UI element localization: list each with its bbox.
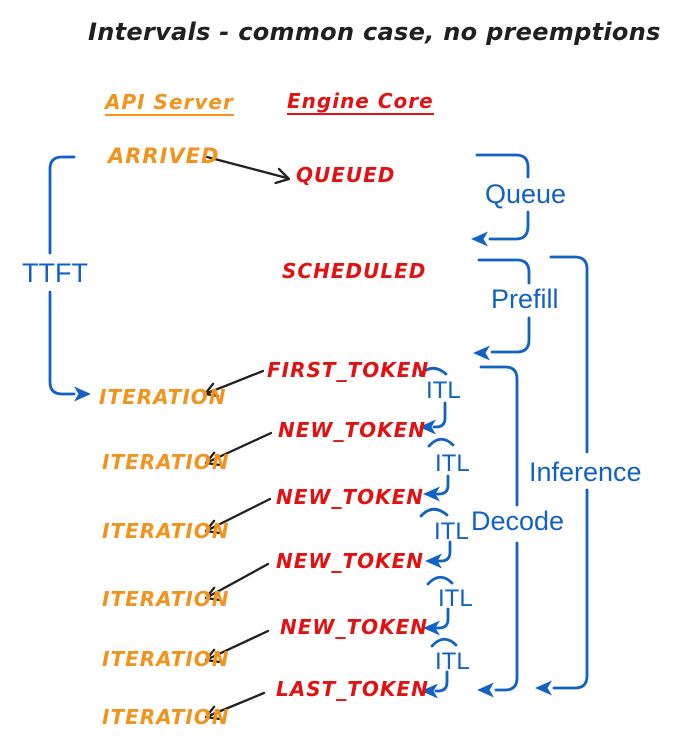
itl-5-start-arc: [430, 637, 458, 648]
newtoken4-to-iteration-arrow: [204, 629, 270, 664]
inference-bracket-top: [549, 255, 589, 454]
itl-1-arrow-icon: [419, 419, 436, 435]
itl-2-hook: [435, 474, 450, 496]
lasttoken-to-iteration-arrow: [204, 691, 266, 721]
prefill-bracket-bottom: [490, 316, 531, 354]
event-last-token: LAST_TOKEN: [276, 677, 429, 701]
arrived-to-queued-arrow: [205, 155, 289, 180]
ttft-bracket-top: [48, 155, 76, 255]
ttft-bracket-bottom: [48, 290, 76, 396]
event-iteration-4: ITERATION: [102, 587, 230, 611]
event-first-token: FIRST_TOKEN: [267, 358, 430, 382]
itl-5-hook: [434, 670, 449, 693]
prefill-arrow-icon: [473, 345, 490, 361]
interval-inference-label: Inference: [529, 457, 642, 487]
arrived-to-queued-arrowhead-icon: [274, 167, 291, 185]
decode-bracket-top: [479, 365, 519, 507]
event-new-token-4: NEW_TOKEN: [280, 615, 429, 639]
event-iteration-3: ITERATION: [102, 519, 230, 543]
event-new-token-1: NEW_TOKEN: [278, 418, 427, 442]
interval-itl-3-label: ITL: [434, 518, 469, 545]
event-scheduled: SCHEDULED: [282, 259, 427, 283]
firsttoken-to-iteration-arrow: [203, 369, 265, 398]
interval-queue-label: Queue: [485, 179, 567, 209]
itl-1-start-arc: [418, 366, 448, 377]
interval-decode-label: Decode: [471, 506, 565, 536]
newtoken1-to-iteration-arrow: [204, 431, 273, 467]
queue-arrow-icon: [471, 231, 488, 247]
event-iteration-6: ITERATION: [102, 705, 230, 729]
interval-itl-2-label: ITL: [435, 450, 470, 477]
itl-4-hook: [435, 607, 450, 630]
page-title: Intervals - common case, no preemptions: [88, 18, 661, 46]
decode-bracket-bottom: [494, 541, 519, 692]
itl-3-hook: [437, 540, 452, 563]
itl-2-arrow-icon: [423, 486, 440, 502]
event-iteration-2: ITERATION: [102, 450, 230, 474]
queue-bracket-bottom: [488, 210, 530, 241]
inference-arrow-icon: [535, 680, 552, 696]
ttft-arrow-icon: [74, 386, 91, 402]
newtoken3-to-iteration-arrow: [204, 562, 270, 602]
itl-4-start-arc: [426, 575, 454, 586]
itl-3-arrow-icon: [425, 553, 442, 569]
decode-arrow-icon: [477, 682, 494, 698]
column-header-api-server: API Server: [105, 90, 234, 116]
interval-prefill-label: Prefill: [491, 284, 559, 314]
event-arrived: ARRIVED: [108, 144, 220, 168]
itl-2-start-arc: [427, 437, 455, 448]
itl-3-start-arc: [419, 507, 449, 518]
itl-1-hook: [432, 401, 447, 429]
newtoken2-to-iteration-arrow: [204, 497, 272, 535]
queue-bracket-top: [475, 153, 530, 179]
interval-itl-4-label: ITL: [438, 585, 473, 612]
event-queued: QUEUED: [296, 163, 396, 187]
interval-itl-1-label: ITL: [426, 377, 461, 404]
event-iteration-5: ITERATION: [102, 647, 230, 671]
interval-ttft-label: TTFT: [22, 258, 88, 288]
event-iteration-1: ITERATION: [99, 385, 227, 409]
column-header-engine-core: Engine Core: [287, 89, 434, 115]
inference-bracket-bottom: [552, 488, 589, 690]
event-new-token-2: NEW_TOKEN: [276, 485, 425, 509]
itl-4-arrow-icon: [423, 620, 440, 636]
event-new-token-3: NEW_TOKEN: [276, 549, 425, 573]
interval-itl-5-label: ITL: [435, 648, 470, 675]
itl-5-arrow-icon: [421, 683, 438, 699]
prefill-bracket-top: [477, 258, 531, 285]
